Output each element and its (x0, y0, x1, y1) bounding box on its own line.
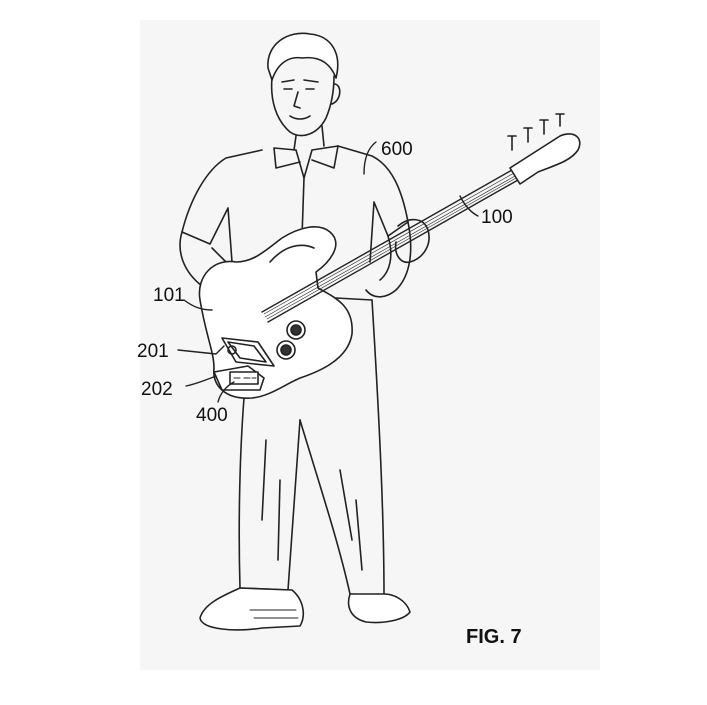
guitar-neck (261, 169, 519, 323)
eyebrows (281, 79, 319, 83)
mouth (289, 115, 311, 120)
right-leg (299, 299, 385, 597)
ref-numeral-100: 100 (481, 207, 513, 228)
ear (331, 83, 341, 105)
right-shoe (347, 593, 411, 624)
ref-numeral-202: 202 (141, 379, 173, 400)
ref-numeral-201: 201 (137, 341, 169, 362)
nose (293, 91, 301, 109)
ref-numeral-600: 600 (381, 139, 413, 160)
device-button (227, 345, 237, 355)
body-horn (269, 244, 315, 263)
figure-caption: FIG. 7 (466, 626, 522, 648)
ref-numeral-101: 101 (153, 285, 185, 306)
pant-creases (261, 439, 363, 571)
ref-numeral-400: 400 (196, 405, 228, 426)
leader-100 (459, 195, 479, 217)
face (270, 75, 335, 137)
hair (267, 32, 339, 81)
leader-201 (177, 345, 225, 355)
fretting-hand (394, 218, 430, 264)
headstock (509, 133, 581, 185)
tuning-pegs (507, 113, 565, 151)
leader-202 (185, 375, 217, 387)
tone-knob-cap (280, 344, 292, 356)
tuner-device (213, 337, 275, 391)
left-shoe (199, 587, 305, 631)
leader-400 (217, 381, 235, 403)
neck (293, 125, 325, 151)
leader-101 (183, 299, 213, 311)
strings (263, 172, 517, 320)
device-upper-inner (227, 341, 267, 363)
torso (181, 145, 409, 263)
collar (273, 145, 339, 179)
volume-knob-cap (290, 324, 302, 336)
leader-600 (363, 141, 377, 175)
background-panel (140, 20, 600, 670)
lead-lines (177, 141, 479, 403)
fretting-arm (365, 221, 412, 298)
left-shoe-shading (249, 609, 299, 619)
